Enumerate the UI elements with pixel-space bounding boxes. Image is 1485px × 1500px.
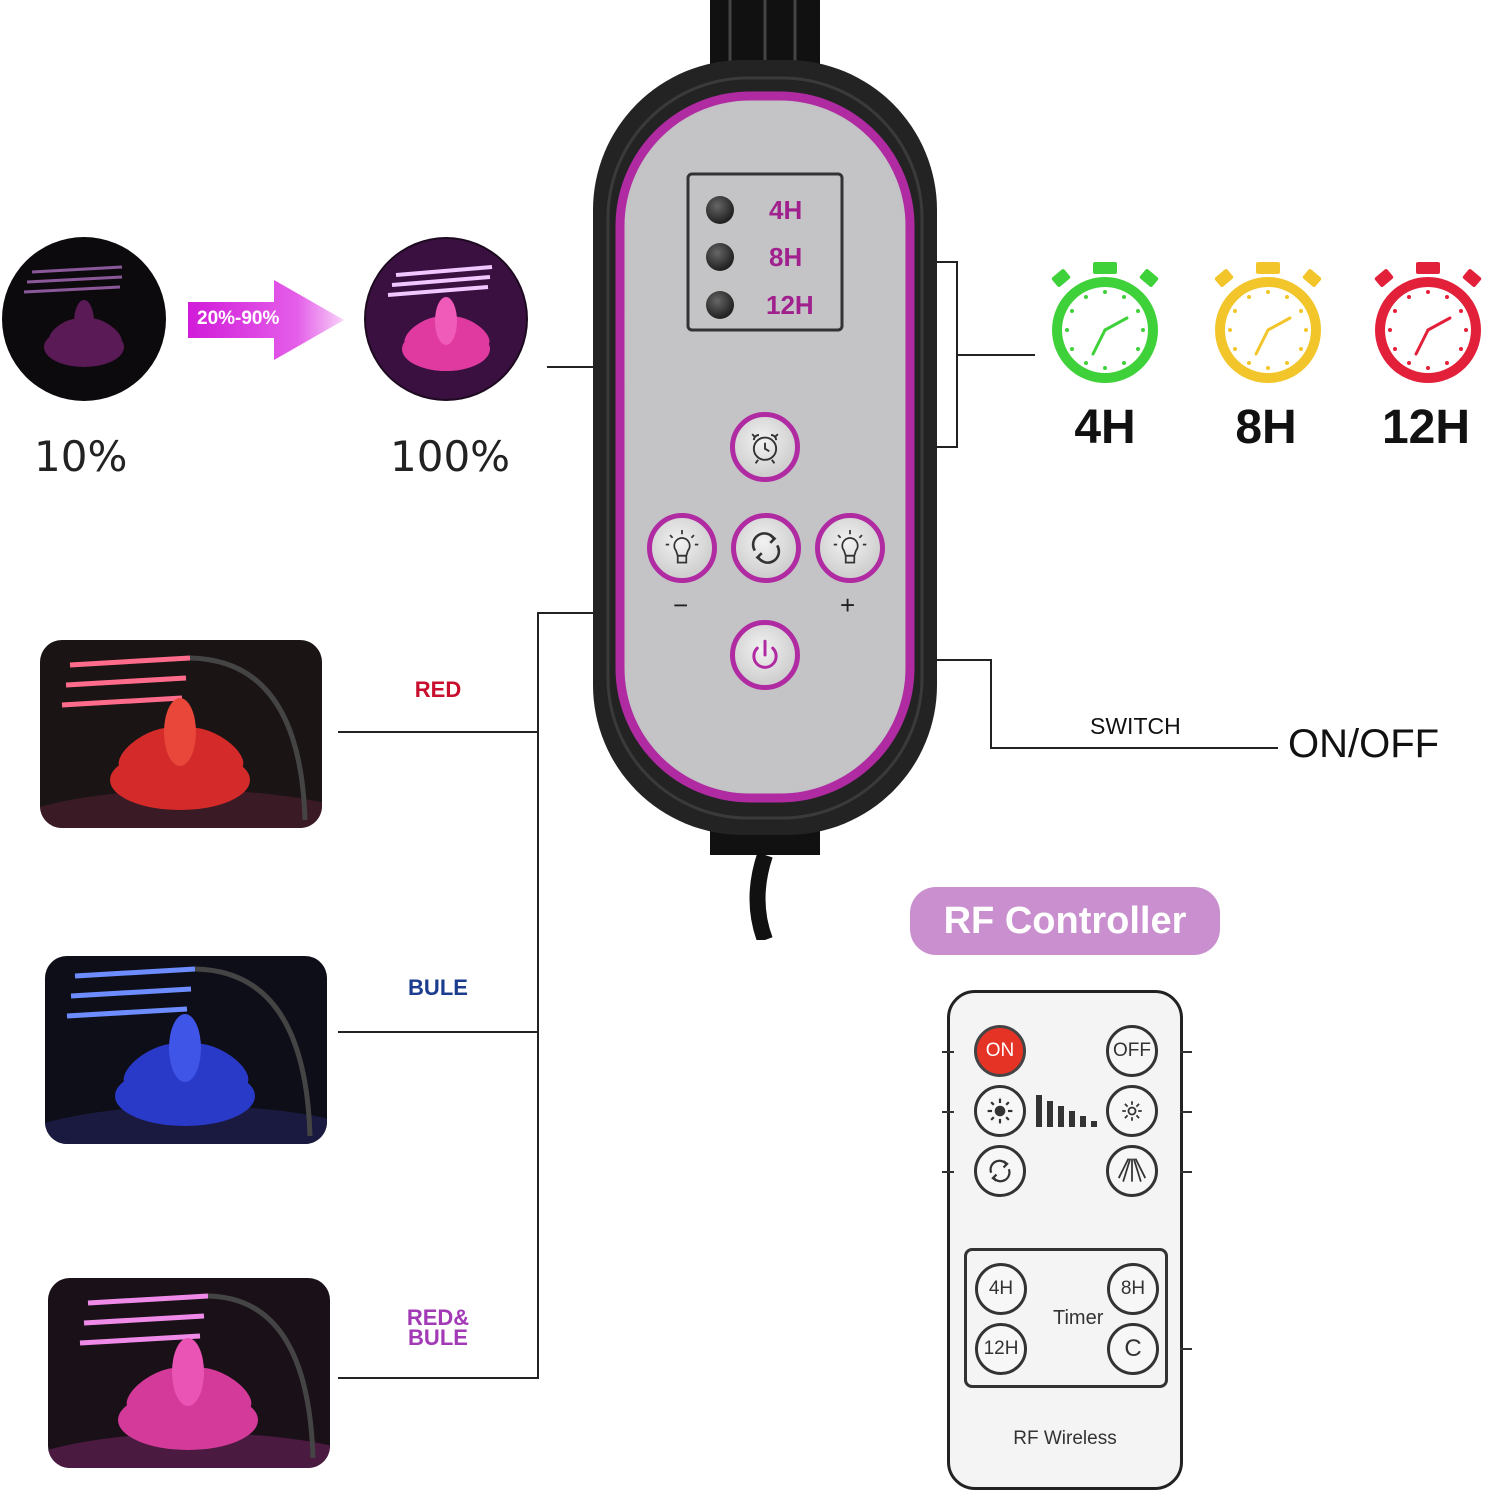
sun-icon (987, 1098, 1013, 1124)
power-icon (752, 639, 778, 669)
stopwatch-red-icon (1374, 262, 1482, 383)
on-off-label: ON/OFF (1288, 722, 1440, 766)
timer-label-4h: 4H (1074, 401, 1136, 454)
remote-timer-group: 4H 8H 12H C Timer (964, 1248, 1168, 1388)
color-mode-red-label: RED (414, 677, 462, 702)
indicator-label-4h: 4H (769, 195, 803, 225)
remote-on-button[interactable]: ON (974, 1025, 1026, 1077)
remote-brighten-button[interactable] (974, 1085, 1026, 1137)
timer-label-12h: 12H (1381, 401, 1471, 454)
brightness-level-bars-icon (1036, 1095, 1097, 1127)
color-mode-red-blue-line1: RED& (406, 1305, 470, 1330)
remote-timer-8h-button[interactable]: 8H (1107, 1263, 1159, 1315)
rf-controller-badge: RF Controller (910, 887, 1220, 955)
indicator-label-12h: 12H (766, 290, 814, 320)
color-cycle-button[interactable] (731, 513, 801, 583)
remote-timer-cancel-button[interactable]: C (1107, 1323, 1159, 1375)
brightness-low-label: 10% (34, 432, 128, 481)
power-button[interactable] (730, 620, 800, 690)
dim-button[interactable] (647, 513, 717, 583)
bulb-minus-icon (665, 530, 699, 564)
color-mode-blue-label: BULE (408, 975, 468, 1000)
remote-dim-button[interactable] (1106, 1085, 1158, 1137)
cycle-arrows-icon (751, 532, 781, 564)
remote-timer-4h-button[interactable]: 4H (975, 1263, 1027, 1315)
brightness-low-image (2, 237, 166, 401)
remote-light-mode-button[interactable] (1106, 1145, 1158, 1197)
remote-cycle-button[interactable] (974, 1145, 1026, 1197)
indicator-led-8h (706, 243, 734, 271)
plant-red-blue-image (48, 1278, 330, 1468)
brightness-high-image (364, 237, 528, 401)
rf-remote: ON OFF 4H 8H 12H C Timer RF Wireless (942, 990, 1192, 1490)
brighten-button[interactable] (815, 513, 885, 583)
alarm-clock-icon (751, 433, 779, 464)
color-mode-red-blue-label: RED& BULE (378, 1305, 498, 1350)
brightness-high-label: 100% (390, 432, 511, 481)
cycle-arrows-icon (989, 1159, 1011, 1183)
stopwatch-yellow-icon (1214, 262, 1322, 383)
plant-blue-image (45, 956, 327, 1144)
minus-sign: − (673, 590, 689, 620)
brightness-range-label: 20%-90% (197, 308, 280, 329)
bulb-plus-icon (833, 530, 867, 564)
indicator-led-12h (706, 291, 734, 319)
timer-label-8h: 8H (1235, 401, 1297, 454)
timer-button[interactable] (730, 412, 800, 482)
switch-label: SWITCH (1090, 713, 1181, 739)
remote-off-button[interactable]: OFF (1106, 1025, 1158, 1077)
indicator-label-8h: 8H (769, 242, 803, 272)
sun-small-icon (1122, 1101, 1142, 1121)
indicator-led-4h (706, 196, 734, 224)
stopwatch-green-icon (1051, 262, 1159, 383)
remote-timer-label: Timer (1053, 1307, 1104, 1329)
brightness-arrow (188, 280, 344, 360)
remote-timer-12h-button[interactable]: 12H (975, 1323, 1027, 1375)
color-mode-red-blue-line2: BULE (408, 1325, 468, 1350)
remote-footer-label: RF Wireless (1013, 1428, 1117, 1449)
plus-sign: + (840, 590, 856, 620)
light-beams-icon (1117, 1158, 1147, 1182)
plant-red-image (40, 640, 322, 828)
